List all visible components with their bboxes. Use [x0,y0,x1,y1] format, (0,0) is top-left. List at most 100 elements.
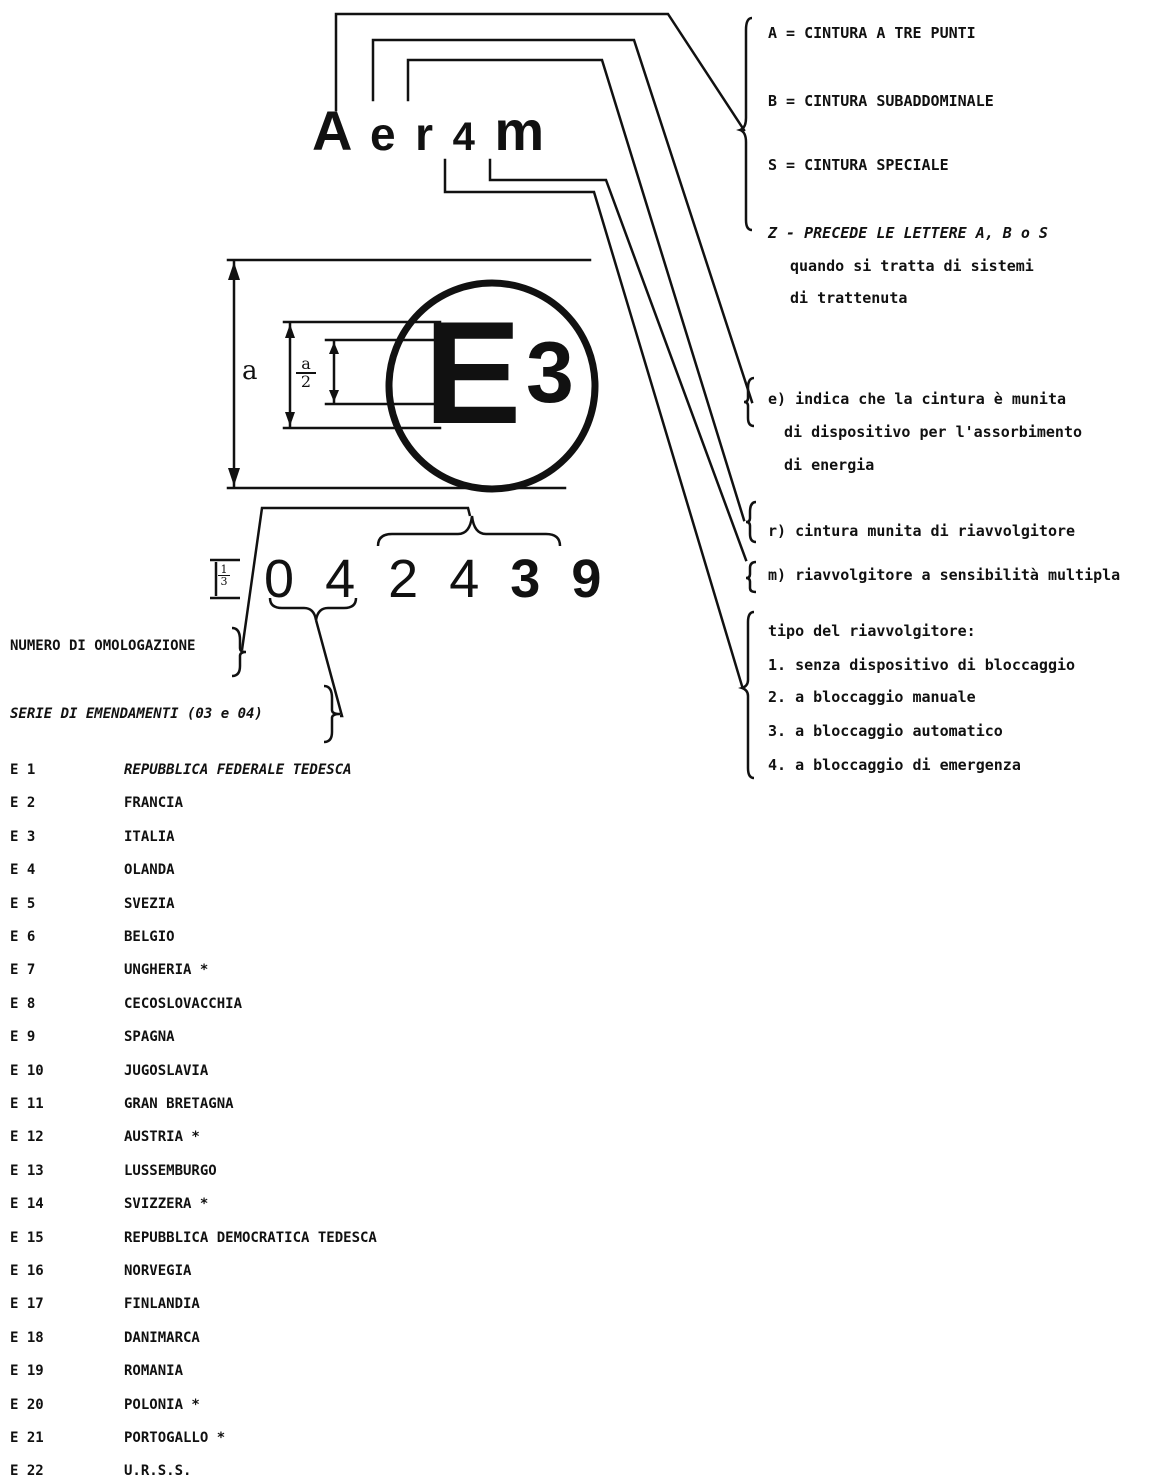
code-letter-a: A [312,99,353,162]
country-name: UNGHERIA * [124,962,209,978]
country-code: E 11 [10,1096,44,1112]
approval-number: 0 4 2 4 3 9 [264,552,601,606]
arrow-third-bottom [329,390,339,402]
country-code: E 1 [10,762,36,778]
retractor-heading: tipo del riavvolgitore: [768,622,976,640]
connector-e [371,38,754,404]
country-code: E 14 [10,1196,44,1212]
country-code: E 12 [10,1129,44,1145]
country-name: CECOSLOVACCHIA [124,996,243,1012]
retractor-item-1: 1. senza dispositivo di bloccaggio [768,656,1076,674]
country-name: REPUBBLICA FEDERALE TEDESCA [124,762,352,778]
country-code: E 4 [10,862,36,878]
z-note-text-1: Z - PRECEDE LE LETTERE A, B o S [768,224,1048,242]
dim-half-label: a 2 [296,356,316,390]
country-code: E 3 [10,829,36,845]
brace-r [745,500,757,544]
country-code: E 9 [10,1029,36,1045]
dim-a-label: a [242,356,258,386]
connector-a [334,12,746,132]
connector-approval-number [240,506,472,651]
e-note-line-3: di energia [784,456,875,474]
series-digit-0: 0 [264,549,295,609]
country-name: SPAGNA [124,1029,175,1045]
arrow-a-top [228,262,240,280]
retractor-item-4: 4. a bloccaggio di emergenza [768,756,1021,774]
connector-series [314,619,344,718]
approval-number-brace [231,626,247,678]
brace-retractor [738,610,755,780]
code-digit-4: 4 [452,115,477,159]
country-code: E 7 [10,962,36,978]
z-note-line-1: Z - PRECEDE LE LETTERE A, B o S [768,224,1048,242]
series-digit-4: 4 [325,549,356,609]
approval-number-label: NUMERO DI OMOLOGAZIONE [10,638,196,654]
belt-type-b: B = CINTURA SUBADDOMINALE [768,92,994,110]
country-code: E 15 [10,1230,44,1246]
country-code: E 22 [10,1463,44,1479]
country-name: AUSTRIA * [124,1129,200,1145]
e-mark-circle [385,279,599,493]
country-name: NORVEGIA [124,1263,192,1279]
country-code: E 18 [10,1330,44,1346]
m-note: m) riavvolgitore a sensibilità multipla [768,566,1121,584]
dim-third-numerator: 1 [218,564,230,576]
z-note-line-2: quando si tratta di sistemi [790,257,1034,275]
country-name: DANIMARCA [124,1330,200,1346]
arrow-half-bottom [285,412,295,426]
dim-third-label: 1 3 [218,564,230,587]
brace-belt-types [736,16,753,232]
approval-digits-brace [376,515,562,547]
country-name: PORTOGALLO * [124,1430,226,1446]
dim-half-denominator: 2 [300,372,312,391]
approval-digit-9: 9 [571,549,602,609]
arrow-half-top [285,324,295,338]
connector-m [488,158,748,562]
country-code: E 8 [10,996,36,1012]
country-name: POLONIA * [124,1397,200,1413]
country-code: E 2 [10,795,36,811]
country-code: E 17 [10,1296,44,1312]
country-name: SVIZZERA * [124,1196,209,1212]
country-name: LUSSEMBURGO [124,1163,217,1179]
code-letter-r: r [415,108,435,160]
country-name: GRAN BRETAGNA [124,1096,234,1112]
retractor-item-3: 3. a bloccaggio automatico [768,722,1003,740]
country-name: SVEZIA [124,896,175,912]
code-letter-e: e [369,108,398,160]
z-note-line-3: di trattenuta [790,289,908,307]
country-code: E 13 [10,1163,44,1179]
marking-code: A e r 4 m [312,98,546,163]
retractor-item-2: 2. a bloccaggio manuale [768,688,976,706]
country-name: JUGOSLAVIA [124,1063,209,1079]
country-name: REPUBBLICA DEMOCRATICA TEDESCA [124,1230,377,1246]
country-name: ITALIA [124,829,175,845]
country-code: E 16 [10,1263,44,1279]
country-code: E 10 [10,1063,44,1079]
connector-4 [443,158,744,688]
connector-r [406,58,746,522]
country-code: E 20 [10,1397,44,1413]
brace-m [745,560,757,594]
brace-e [743,376,755,428]
amendment-series-label: SERIE DI EMENDAMENTI (03 e 04) [10,706,263,722]
country-name: FRANCIA [124,795,184,811]
r-note: r) cintura munita di riavvolgitore [768,522,1076,540]
country-code: E 5 [10,896,36,912]
belt-type-s: S = CINTURA SPECIALE [768,156,949,174]
approval-digit-4: 4 [449,549,480,609]
country-name: BELGIO [124,929,175,945]
arrow-a-bottom [228,468,240,486]
country-name: OLANDA [124,862,175,878]
country-name: ROMANIA [124,1363,184,1379]
country-code: E 21 [10,1430,44,1446]
belt-type-a: A = CINTURA A TRE PUNTI [768,24,976,42]
dim-half-numerator: a [296,356,316,374]
arrow-third-top [329,342,339,354]
e-note-line-2: di dispositivo per l'assorbimento [784,423,1083,441]
e-mark-letter: E [424,291,522,454]
dim-third-denominator: 3 [220,575,228,588]
amendment-brace [323,684,341,744]
country-code: E 19 [10,1363,44,1379]
